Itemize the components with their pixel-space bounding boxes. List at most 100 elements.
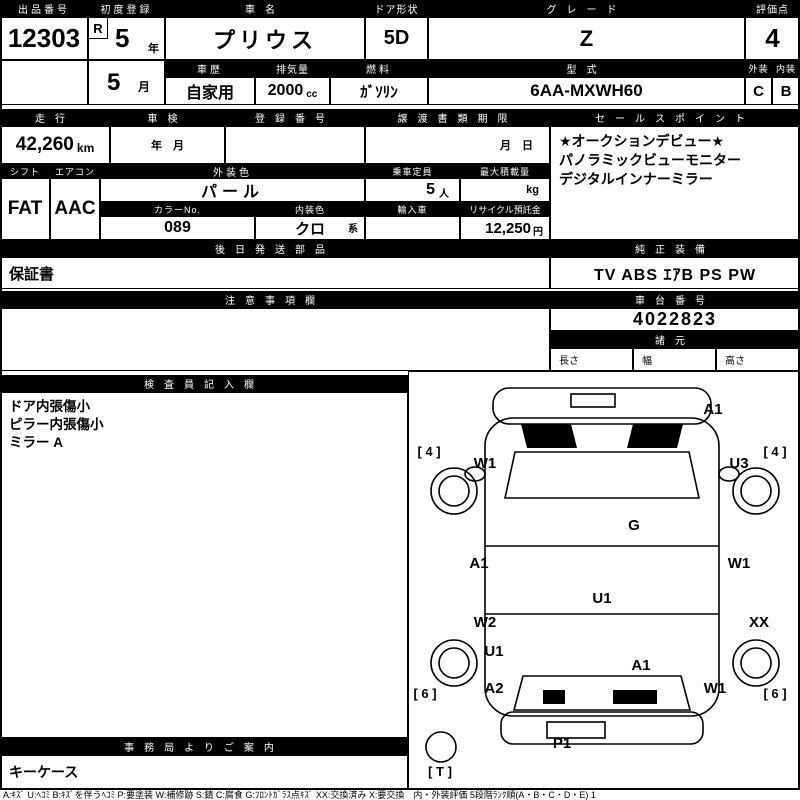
interior-score-header: 内装: [772, 60, 800, 77]
tire-grade-rear-right: [ 6 ]: [763, 686, 786, 701]
length-cell: 長さ: [550, 348, 633, 371]
damage-mark-left-rear-door: W2: [474, 614, 497, 631]
damage-mark-roof: U1: [592, 590, 611, 607]
windshield-outline: [504, 451, 700, 499]
door-shape-header: ドア形状: [365, 0, 428, 17]
interior-score: B: [772, 77, 800, 105]
import-header: 輸入車: [365, 202, 460, 216]
first-reg-header: 初度登録: [88, 0, 165, 17]
first-reg-year: 5: [115, 23, 130, 53]
car-damage-diagram: A1 W1 U3 G A1 W1 U1 W2 XX U1 A1 A2 W1 P1…: [413, 387, 787, 779]
payload-header: 最大積載量: [460, 164, 550, 178]
first-reg-month: 5: [107, 69, 121, 96]
history-header: 車歴: [165, 60, 255, 77]
fuel: ｶﾞｿﾘﾝ: [330, 77, 428, 105]
inspector-note-line: ミラー A: [9, 435, 63, 450]
office-notice-header: 事務局よりご案内: [0, 738, 408, 755]
chassis-no: 4022823: [550, 308, 800, 331]
front-right-wheel-inner: [740, 475, 772, 507]
rear-left-wheel-inner: [438, 647, 470, 679]
color-no-header: カラーNo.: [100, 202, 255, 216]
recycle-header: リサイクル預託金: [460, 202, 550, 216]
rear-plate-outline: [546, 721, 606, 739]
mileage-value: 42,260: [15, 134, 74, 155]
capacity-header: 乗車定員: [365, 164, 460, 178]
transfer-deadline-header: 譲渡書類期限: [365, 109, 550, 126]
front-plate-outline: [570, 393, 616, 408]
damage-mark-windshield: G: [628, 517, 640, 534]
shift-header: シフト: [0, 164, 50, 178]
grade-header: グレード: [428, 0, 745, 17]
office-notice-value: キーケース: [0, 755, 408, 790]
height-cell: 高さ: [716, 348, 800, 371]
damage-mark-right-rear: W1: [704, 680, 727, 697]
exterior-score-header: 外装: [745, 60, 772, 77]
damage-mark-front-right: A1: [703, 401, 722, 418]
chassis-no-header: 車台番号: [550, 291, 800, 308]
inspection-header: 車検: [110, 109, 225, 126]
dimensions-header: 諸元: [550, 331, 800, 348]
first-reg-year-cell: R 5 年: [88, 17, 165, 60]
spare-tire-circle: [425, 731, 457, 763]
front-bumper-outline: [492, 387, 712, 425]
color-no: 089: [100, 216, 255, 240]
car-name-header: 車名: [165, 0, 365, 17]
interior-color-cell: クロ 系: [255, 216, 365, 240]
width-cell: 幅: [633, 348, 716, 371]
interior-color-suffix: 系: [348, 224, 358, 235]
car-body-outline: [484, 417, 720, 717]
model-code-header: 型式: [428, 60, 745, 77]
damage-mark-right-rear-quarter: XX: [749, 614, 769, 631]
exhibit-empty-cell: [0, 60, 88, 105]
sales-points-header: セールスポイント: [550, 109, 800, 126]
exterior-score: C: [745, 77, 772, 105]
inspector-note-line: ピラー内張傷小: [9, 417, 104, 432]
import-cell: [365, 216, 460, 240]
history: 自家用: [165, 77, 255, 105]
rear-bumper-outline: [500, 711, 704, 745]
damage-mark-left-rear: U1: [484, 643, 503, 660]
damage-mark-rear-bumper: P1: [553, 735, 571, 752]
equipment-value: TV ABS ｴｱB PS PW: [550, 257, 800, 289]
damage-mark-rear-center: A1: [631, 657, 650, 674]
tire-grade-front-left: [ 4 ]: [417, 444, 440, 459]
transfer-deadline: 月 日: [365, 126, 550, 164]
mileage-cell: 42,260 km: [0, 126, 110, 164]
inspection-date: 年 月: [110, 126, 225, 164]
later-parts-header: 後日発送部品: [0, 240, 550, 257]
car-diagram-panel: A1 W1 U3 G A1 W1 U1 W2 XX U1 A1 A2 W1 P1…: [408, 371, 800, 790]
damage-mark-front-left: W1: [474, 455, 497, 472]
recycle-value: 12,250: [485, 219, 531, 237]
damage-mark-left-rear-corner: A2: [484, 680, 503, 697]
damage-code-legend: A:ｷｽﾞ U:ﾍｺﾐ B:ｷｽﾞを伴うﾍｺﾐ P:要塗装 W:補修跡 S:錆 …: [3, 790, 596, 800]
rear-right-wheel-inner: [740, 647, 772, 679]
fuel-header: 燃料: [330, 60, 428, 77]
interior-color: クロ: [294, 220, 325, 238]
damage-mark-front-right-upper: U3: [729, 455, 748, 472]
displacement-header: 排気量: [255, 60, 330, 77]
mileage-unit: km: [76, 140, 95, 155]
model-code: 6AA-MXWH60: [428, 77, 745, 105]
capacity-cell: 5 人: [365, 178, 460, 202]
recycle-cell: 12,250 円: [460, 216, 550, 240]
payload-unit: kg: [460, 178, 550, 202]
right-mirror: [718, 466, 740, 482]
inspector-notes: ドア内張傷小 ピラー内張傷小 ミラー A: [0, 392, 408, 738]
door-shape: 5D: [365, 17, 428, 60]
rear-window-outline: [512, 675, 692, 711]
exterior-color: パール: [100, 178, 365, 202]
capacity-value: 5: [426, 181, 435, 198]
tire-grade-front-right: [ 4 ]: [763, 444, 786, 459]
notes-area: [0, 308, 550, 371]
sales-point-line: パノラミックビューモニター: [559, 152, 741, 168]
tire-grade-rear-left: [ 6 ]: [413, 686, 436, 701]
first-reg-month-unit: 月: [137, 80, 150, 94]
front-left-wheel-inner: [438, 475, 470, 507]
score-header: 評価点: [745, 0, 800, 17]
shift-value: FAT: [0, 178, 50, 240]
notes-header: 注意事項欄: [0, 291, 550, 308]
recycle-unit: 円: [533, 226, 543, 238]
grade: Z: [428, 17, 745, 60]
interior-color-header: 内装色: [255, 202, 365, 216]
